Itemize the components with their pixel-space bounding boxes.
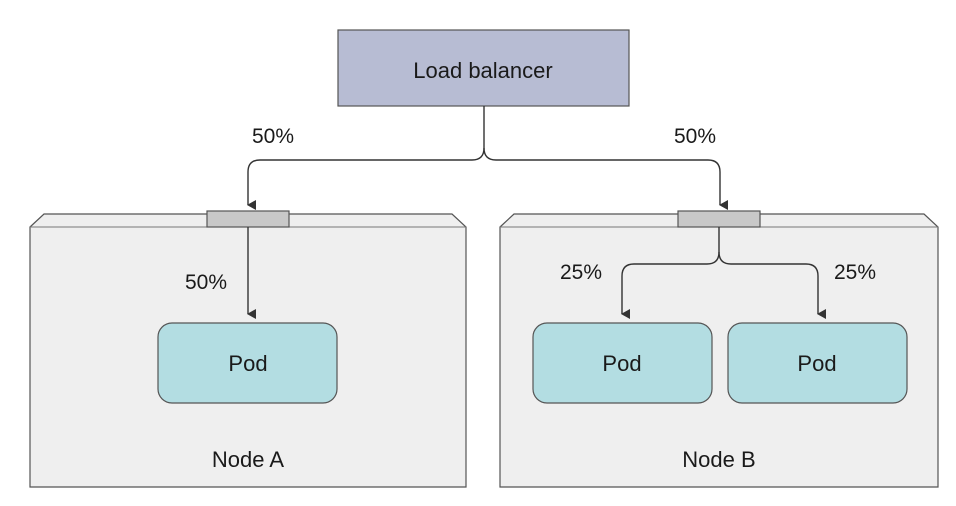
node-b: Node B (499, 213, 939, 488)
arrow-lb-to-node-b (483, 147, 728, 210)
pod-label: Pod (602, 351, 641, 376)
arrow-lb-to-node-a (247, 106, 485, 210)
pod-node-b-1: Pod (532, 322, 713, 404)
load-balancer: Load balancer (337, 29, 630, 107)
pod-box (157, 322, 338, 404)
node-b-label: Node B (682, 447, 755, 472)
node-a-label: Node A (212, 447, 284, 472)
pod-box (727, 322, 908, 404)
node-a-port (206, 210, 290, 228)
split-node-b-to-pod-2: 25% (834, 261, 876, 284)
lb-arrows (247, 106, 728, 210)
arrow-node-b-to-pod-1 (621, 227, 720, 319)
split-lb-to-node-a: 50% (252, 125, 294, 148)
pod-node-b-2: Pod (727, 322, 908, 404)
load-balancer-label: Load balancer (413, 58, 552, 83)
pod-box (532, 322, 713, 404)
node-arrows (247, 227, 826, 319)
split-node-b-to-pod-1: 25% (560, 261, 602, 284)
arrow-node-b-to-pod-2 (718, 251, 826, 319)
pod-node-a: Pod (157, 322, 338, 404)
node-b-port (677, 210, 761, 228)
pod-label: Pod (228, 351, 267, 376)
split-lb-to-node-b: 50% (674, 125, 716, 148)
split-node-a-to-pod: 50% (185, 271, 227, 294)
pod-label: Pod (797, 351, 836, 376)
